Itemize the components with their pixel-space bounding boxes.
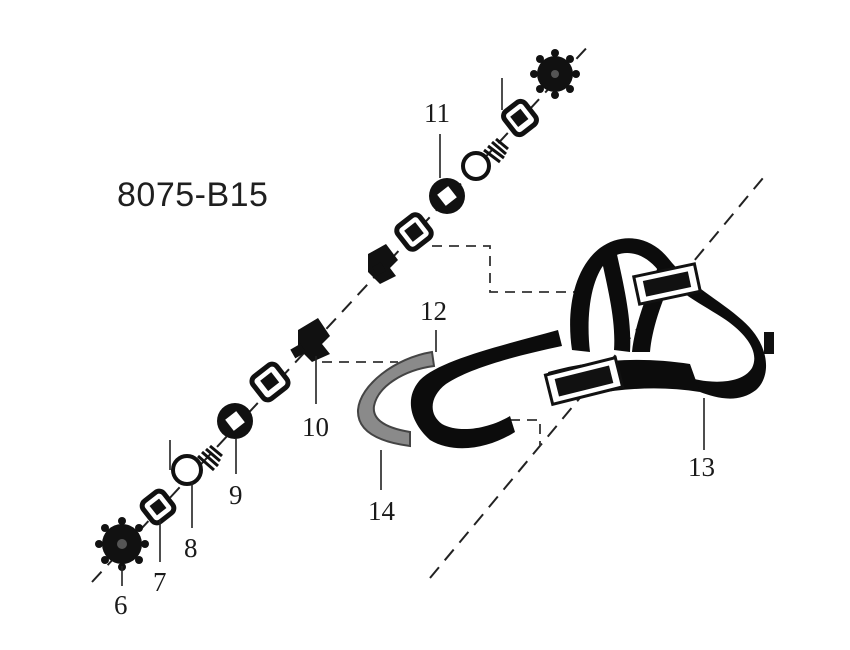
callout-number-12: 12 (420, 296, 447, 326)
callout-number-13: 13 (688, 452, 715, 482)
callout-number-7: 7 (153, 567, 167, 597)
knob-part-upper (530, 49, 580, 99)
sweatband-part (356, 350, 436, 448)
headgear-harness-part (543, 238, 774, 407)
washer-part-upper (429, 178, 465, 214)
callout-number-11: 11 (424, 98, 450, 128)
bracket-part-upper (368, 244, 398, 284)
assembly-axis-left (91, 41, 593, 583)
square-nut-lower (139, 488, 177, 526)
washer-part-lower (217, 403, 253, 439)
callout-number-8: 8 (184, 533, 198, 563)
callout-number-14: 14 (368, 496, 396, 526)
model-code-label: 8075-B15 (117, 176, 269, 214)
front-headband-part (410, 330, 562, 449)
square-nut-upper-b (501, 98, 539, 138)
square-nut-middle (249, 361, 291, 403)
connector-dash-upper (432, 245, 580, 293)
callout-number-10: 10 (302, 412, 329, 442)
ratchet-spring-upper (461, 137, 509, 181)
connector-dash-lower (510, 419, 541, 446)
ratchet-spring-lower (171, 444, 223, 486)
callout-number-9: 9 (229, 480, 243, 510)
bracket-part-lower (290, 318, 330, 362)
square-nut-upper-a (394, 212, 434, 252)
knob-part-lower (95, 517, 149, 571)
callout-number-6: 6 (114, 590, 128, 620)
